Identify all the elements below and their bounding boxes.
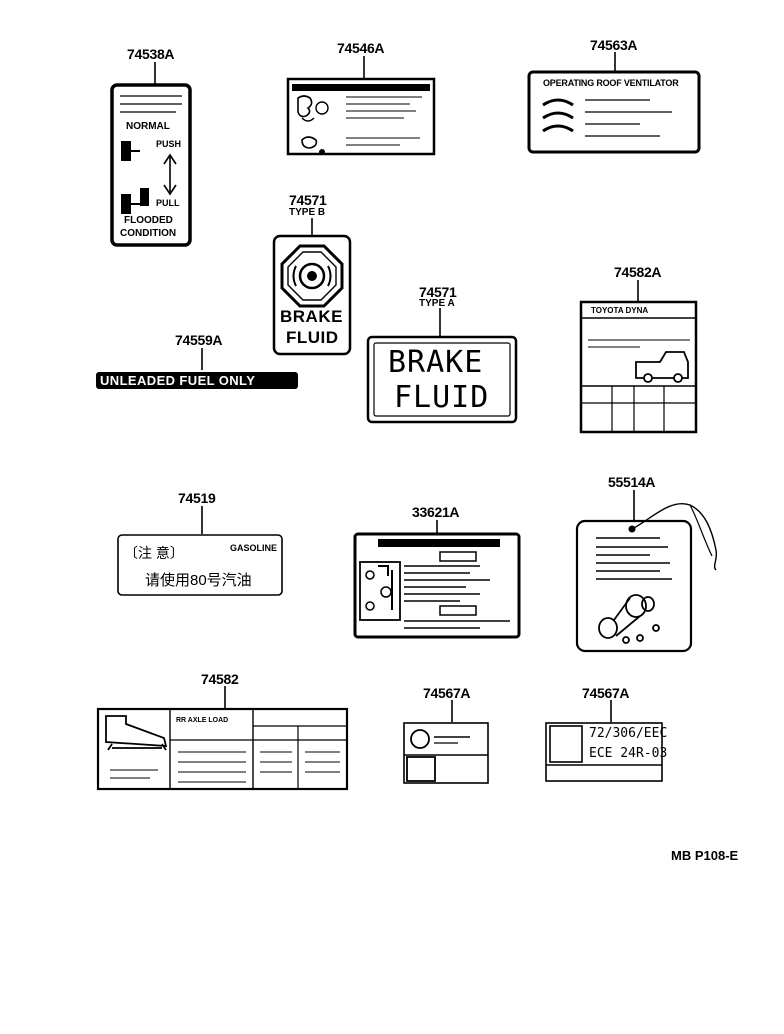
label-74519 [117, 534, 283, 596]
truck-side-icon [105, 715, 168, 751]
ventilator-icon [542, 98, 574, 107]
tag-string [631, 502, 718, 571]
part-number-74582: 74582 [201, 671, 239, 687]
label-74559A [96, 372, 298, 389]
label-text-caution-cn: 〔注 意〕 [124, 545, 184, 561]
label-text-brake-type-a: BRAKE [388, 345, 484, 380]
knob-icon [121, 141, 131, 161]
label-text-eec: 72/306/EEC [589, 726, 668, 741]
label-text-gasoline: GASOLINE [230, 543, 278, 553]
brake-warning-icon [280, 244, 344, 308]
label-text-condition: CONDITION [120, 228, 177, 239]
part-number-74582A: 74582A [614, 264, 662, 280]
label-text-fluid-type-b: FLUID [286, 328, 339, 347]
label-text-push: PUSH [156, 139, 182, 149]
label-text-axle-load: RR AXLE LOAD [176, 717, 229, 724]
label-55514A [575, 502, 718, 653]
label-74567A-2 [545, 722, 663, 782]
label-text-brake-type-b: BRAKE [280, 307, 343, 326]
arrow-up-icon [163, 153, 177, 165]
label-text-pull: PULL [156, 198, 180, 208]
label-74582A [579, 300, 698, 434]
subtitle-type-a: TYPE A [419, 298, 455, 309]
label-text-fuel-cn: 请使用80号汽油 [145, 572, 252, 589]
part-number-55514A: 55514A [608, 474, 656, 490]
e-mark-icon [410, 729, 430, 749]
part-number-74567A-second: 74567A [582, 685, 630, 701]
part-number-74571-type-a: 74571 [419, 284, 457, 300]
label-74563A [527, 70, 701, 154]
part-number-74538A: 74538A [127, 46, 175, 62]
label-74582 [96, 707, 349, 791]
arrow-down-icon [163, 184, 177, 196]
label-74571-type-b [272, 234, 352, 356]
subtitle-type-b: TYPE B [289, 207, 326, 218]
reference-code: MB P108-E [671, 848, 739, 863]
jack-diagram-icon [359, 561, 401, 621]
part-number-74546A: 74546A [337, 40, 385, 56]
label-74567A-1 [403, 722, 489, 784]
label-74546A [286, 77, 436, 156]
label-text-ece: ECE 24R-03 [589, 746, 668, 761]
part-number-74519: 74519 [178, 490, 216, 506]
part-number-74563A: 74563A [590, 37, 638, 53]
part-number-74567A-first: 74567A [423, 685, 471, 701]
label-text-normal: NORMAL [126, 121, 170, 132]
cap-icon [598, 594, 660, 644]
label-74538A [110, 83, 192, 247]
label-74571-type-a [366, 335, 518, 424]
label-text-flooded: FLOODED [124, 215, 173, 226]
truck-icon [635, 351, 689, 383]
label-text-fluid-type-a: FLUID [394, 380, 490, 415]
part-number-74571-type-b: 74571 [289, 192, 327, 208]
label-text-operating-roof-ventilator: OPERATING ROOF VENTILATOR [543, 78, 679, 88]
label-text-toyota-dyna: TOYOTA DYNA [591, 306, 649, 315]
part-number-33621A: 33621A [412, 504, 460, 520]
label-text-unleaded-fuel-only: UNLEADED FUEL ONLY [100, 373, 256, 388]
diagram-icon [297, 95, 313, 118]
part-number-74559A: 74559A [175, 332, 223, 348]
label-33621A [353, 532, 521, 639]
